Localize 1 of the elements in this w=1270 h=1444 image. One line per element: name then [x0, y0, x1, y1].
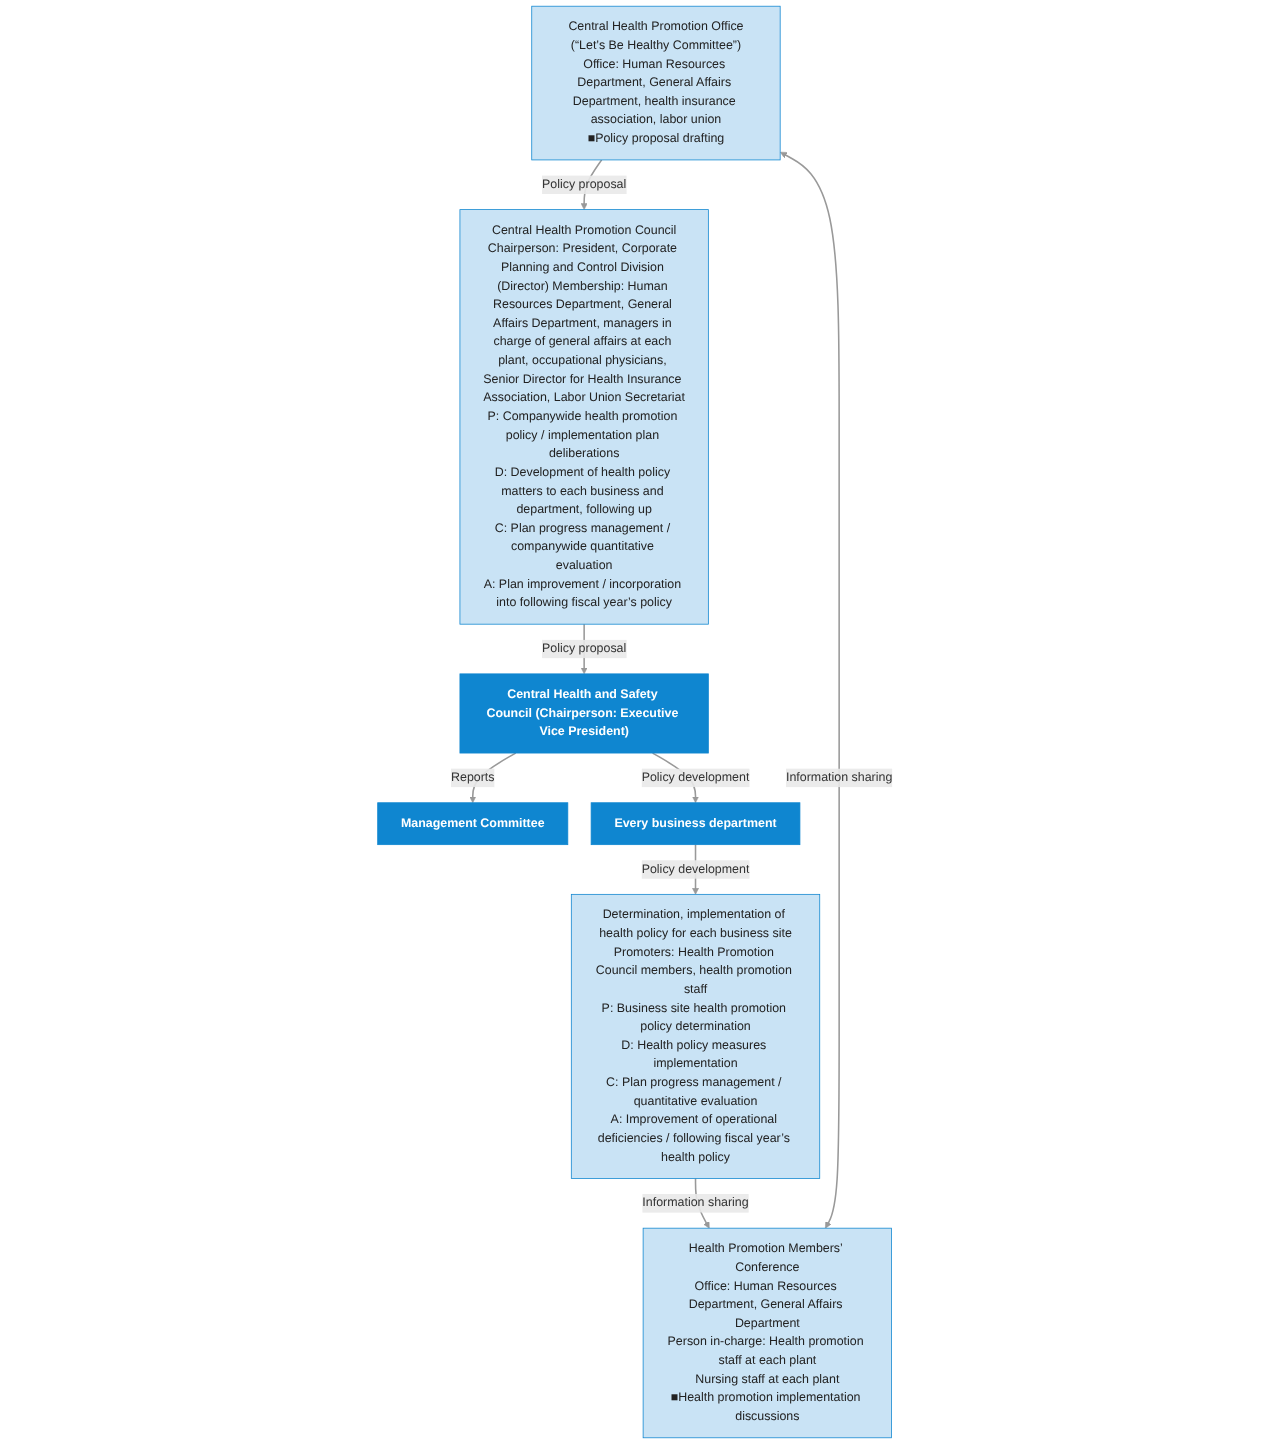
arrow	[780, 151, 840, 1229]
